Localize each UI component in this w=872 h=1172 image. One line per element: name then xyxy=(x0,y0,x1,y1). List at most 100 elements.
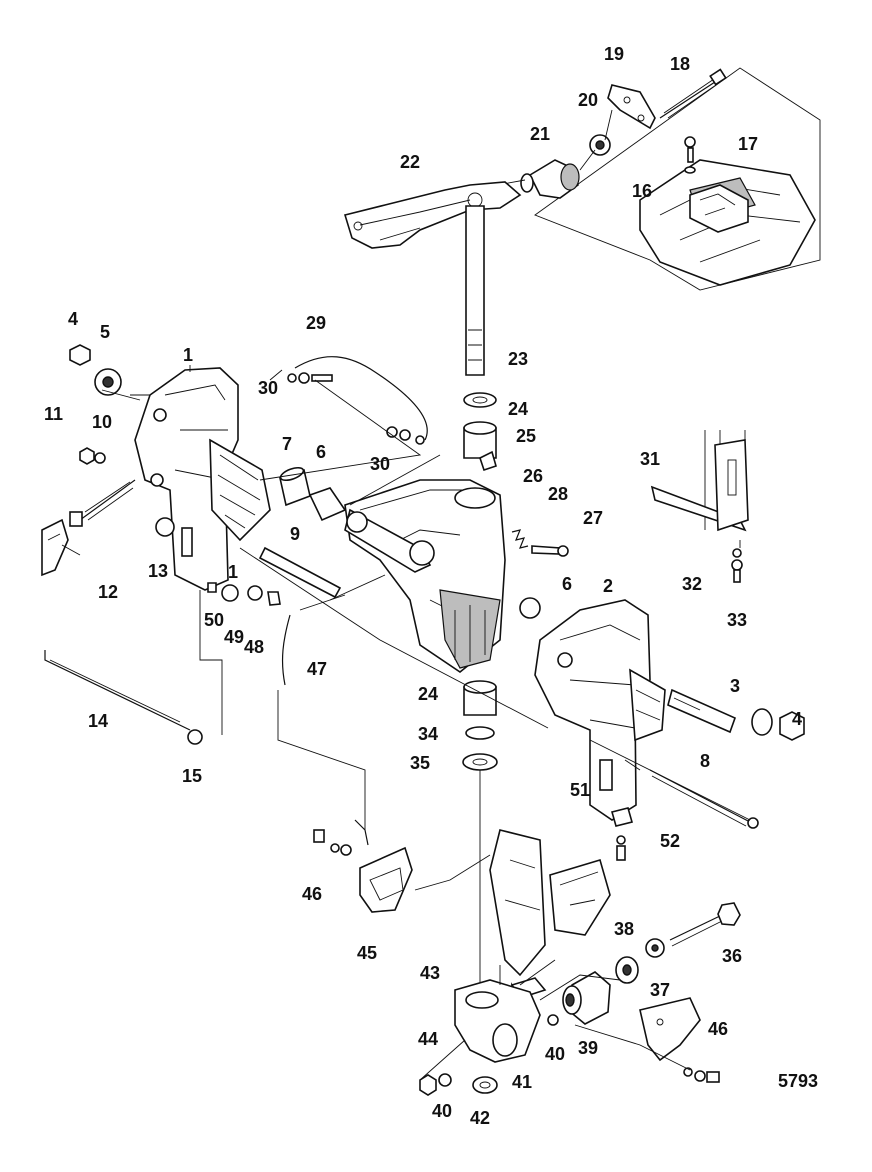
bushing-24-upper xyxy=(463,421,497,459)
tube-9 xyxy=(258,546,342,599)
washer-38 xyxy=(615,956,639,984)
bolt-18 xyxy=(659,68,727,119)
label-33: 33 xyxy=(727,610,747,630)
label-7: 7 xyxy=(282,434,292,454)
label-28: 28 xyxy=(548,484,568,504)
label-49: 49 xyxy=(224,627,244,647)
spacer-3 xyxy=(751,708,773,736)
lower-housing xyxy=(489,829,611,977)
label-42: 42 xyxy=(470,1108,490,1128)
cable-47 xyxy=(281,614,291,686)
label-1-top: 1 xyxy=(183,345,193,365)
label-14: 14 xyxy=(88,711,108,731)
plate-12 xyxy=(41,518,81,577)
screw-12 xyxy=(69,479,136,527)
steering-shaft xyxy=(465,205,485,376)
label-20: 20 xyxy=(578,90,598,110)
label-4-left: 4 xyxy=(68,309,78,329)
bolt-8 xyxy=(649,769,759,829)
steering-arm-22 xyxy=(343,181,522,249)
label-25: 25 xyxy=(516,426,536,446)
clamp-bracket-2 xyxy=(534,599,666,821)
ground-strap-29 xyxy=(294,356,428,441)
label-50: 50 xyxy=(204,610,224,630)
grease-fitting-49 xyxy=(247,585,263,601)
spacer-7 xyxy=(279,466,311,507)
washer-32 xyxy=(732,548,742,558)
rubber-mount-21 xyxy=(520,159,580,199)
label-31: 31 xyxy=(640,449,660,469)
label-30-lower: 30 xyxy=(370,454,390,474)
label-23: 23 xyxy=(508,349,528,369)
label-40-left: 40 xyxy=(432,1101,452,1121)
label-32: 32 xyxy=(682,574,702,594)
bolt-1 xyxy=(207,582,217,593)
label-44: 44 xyxy=(418,1029,438,1049)
screw-46-left xyxy=(313,829,352,856)
label-1-lower: 1 xyxy=(228,562,238,582)
bolt-15 xyxy=(187,729,203,745)
label-48: 48 xyxy=(244,637,264,657)
guide-lines xyxy=(101,365,751,1081)
bushing-6-left xyxy=(308,487,347,522)
label-40-right: 40 xyxy=(545,1044,565,1064)
label-22: 22 xyxy=(400,152,420,172)
washer-35 xyxy=(462,753,498,771)
figure-number: 5793 xyxy=(778,1071,818,1091)
fitting-48 xyxy=(267,591,281,606)
cable-lower xyxy=(354,819,369,846)
screw-30-upper xyxy=(287,372,333,384)
bushing-6-right xyxy=(519,597,541,619)
rod-14 xyxy=(44,650,191,731)
label-11: 11 xyxy=(44,404,63,424)
nut-4-left xyxy=(69,344,91,366)
washer-5 xyxy=(94,368,122,396)
grommet-50 xyxy=(221,584,239,602)
spring-28 xyxy=(511,529,529,549)
label-41: 41 xyxy=(512,1072,532,1092)
bracket-lower-right xyxy=(639,997,701,1062)
label-45: 45 xyxy=(357,943,377,963)
o-ring-34 xyxy=(465,726,495,740)
label-38: 38 xyxy=(614,919,634,939)
bushing-13 xyxy=(155,517,175,537)
screw-33 xyxy=(731,559,743,583)
label-51: 51 xyxy=(570,780,590,800)
label-16: 16 xyxy=(632,181,652,201)
bolt-27 xyxy=(531,545,569,557)
swivel-bracket-26 xyxy=(344,479,506,673)
label-34: 34 xyxy=(418,724,438,744)
clamp-bracket-1 xyxy=(134,367,271,591)
label-46-right: 46 xyxy=(708,1019,728,1039)
bracket-19 xyxy=(607,84,656,130)
label-46-left: 46 xyxy=(302,884,322,904)
label-19: 19 xyxy=(604,44,624,64)
washer-40-right xyxy=(547,1014,559,1026)
label-6-right: 6 xyxy=(562,574,572,594)
label-24-lower: 24 xyxy=(418,684,438,704)
label-5: 5 xyxy=(100,322,110,342)
block-51 xyxy=(611,807,633,827)
washer-37 xyxy=(645,938,665,958)
label-52: 52 xyxy=(660,831,680,851)
label-8: 8 xyxy=(700,751,710,771)
label-29: 29 xyxy=(306,313,326,333)
label-15: 15 xyxy=(182,766,202,786)
label-36: 36 xyxy=(722,946,742,966)
bushing-24-lower xyxy=(463,680,497,716)
plate-45 xyxy=(359,846,413,913)
nut-44 xyxy=(419,1074,437,1096)
label-17: 17 xyxy=(738,134,758,154)
washer-42 xyxy=(472,1076,498,1094)
label-13: 13 xyxy=(148,561,168,581)
label-37: 37 xyxy=(650,980,670,1000)
bushing-23 xyxy=(463,392,497,408)
label-10: 10 xyxy=(92,412,112,432)
trim-plate-31 xyxy=(650,430,749,532)
rubber-mount-39 xyxy=(562,971,611,1025)
label-43: 43 xyxy=(420,963,440,983)
bolt-36 xyxy=(669,902,741,947)
label-30-upper: 30 xyxy=(258,378,278,398)
label-21: 21 xyxy=(530,124,550,144)
bolt-washer-17 xyxy=(684,136,696,174)
